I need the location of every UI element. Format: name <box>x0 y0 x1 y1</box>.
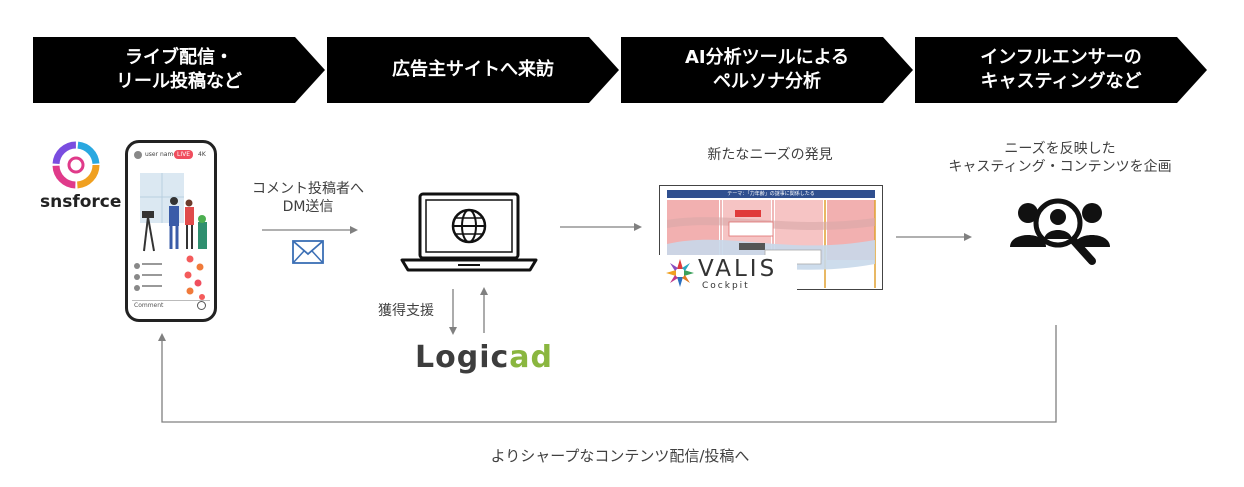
dashboard-title: テーマ：「力年齢」の謎事に関係したる <box>727 191 815 197</box>
comment-divider <box>132 300 210 301</box>
phone-mockup: user name LIVE 4K Comment <box>125 140 217 322</box>
chevron-shape <box>33 37 325 103</box>
step-3-chevron: AI分析ツールによる ペルソナ分析 <box>621 37 913 103</box>
avatar <box>134 274 140 280</box>
feedback-label: よりシャープなコンテンツ配信/投稿へ <box>490 447 750 465</box>
chevron-shape <box>915 37 1207 103</box>
live-stream-illustration-icon <box>140 173 207 252</box>
feedback-loop-arrow-icon <box>158 325 1057 423</box>
down-arrow-icon <box>449 289 457 335</box>
step-2-label: 広告主サイトへ来訪 <box>392 59 554 80</box>
valis-logo: VALIS <box>698 256 778 282</box>
right-arrow-icon <box>560 223 642 231</box>
comment-line <box>142 263 162 265</box>
viewer-count: 4K <box>198 151 206 158</box>
step-2-chevron: 広告主サイトへ来訪 <box>327 37 619 103</box>
comment-input[interactable]: Comment <box>134 302 164 309</box>
step-3-label: AI分析ツールによる ペルソナ分析 <box>684 47 850 92</box>
chevron-shape <box>621 37 913 103</box>
hearts-icon <box>184 255 205 300</box>
step-1-label: ライブ配信・ リール投稿など <box>116 47 242 92</box>
comment-line <box>142 274 162 276</box>
up-arrow-icon <box>480 287 488 333</box>
live-badge: LIVE <box>174 150 194 159</box>
heart-button-icon[interactable] <box>197 301 206 310</box>
snsforce-swirl-icon <box>52 141 100 189</box>
chevron-shape <box>327 37 619 103</box>
avatar <box>134 263 140 269</box>
logicad-logo: Logicad <box>415 340 553 375</box>
snsforce-logo: snsforce <box>40 192 122 212</box>
valis-logo-panel <box>659 255 797 292</box>
right-arrow-icon <box>896 233 972 241</box>
phone-user-name: user name <box>145 151 178 158</box>
dashboard-flow-chart-icon <box>667 200 876 288</box>
step-4-label: インフルエンサーの キャスティングなど <box>980 47 1142 92</box>
dm-label: コメント投稿者へ DM送信 <box>252 181 364 215</box>
acquire-support-label: 獲得支援 <box>378 303 434 319</box>
laptop-globe-icon <box>400 192 538 272</box>
right-arrow-icon <box>262 226 358 234</box>
envelope-icon <box>292 240 324 264</box>
comment-line <box>142 285 162 287</box>
valis-star-icon <box>666 259 694 287</box>
step-4-chevron: インフルエンサーの キャスティングなど <box>915 37 1207 103</box>
casting-label: ニーズを反映した キャスティング・コンテンツを企画 <box>948 141 1172 175</box>
step-1-chevron: ライブ配信・ リール投稿など <box>33 37 325 103</box>
persona-search-icon <box>1010 198 1110 265</box>
avatar <box>134 285 140 291</box>
avatar <box>134 151 142 159</box>
valis-cockpit-label: Cockpit <box>702 281 750 291</box>
discovery-label: 新たなニーズの発見 <box>707 147 833 163</box>
dashboard-header-bar <box>667 190 875 198</box>
